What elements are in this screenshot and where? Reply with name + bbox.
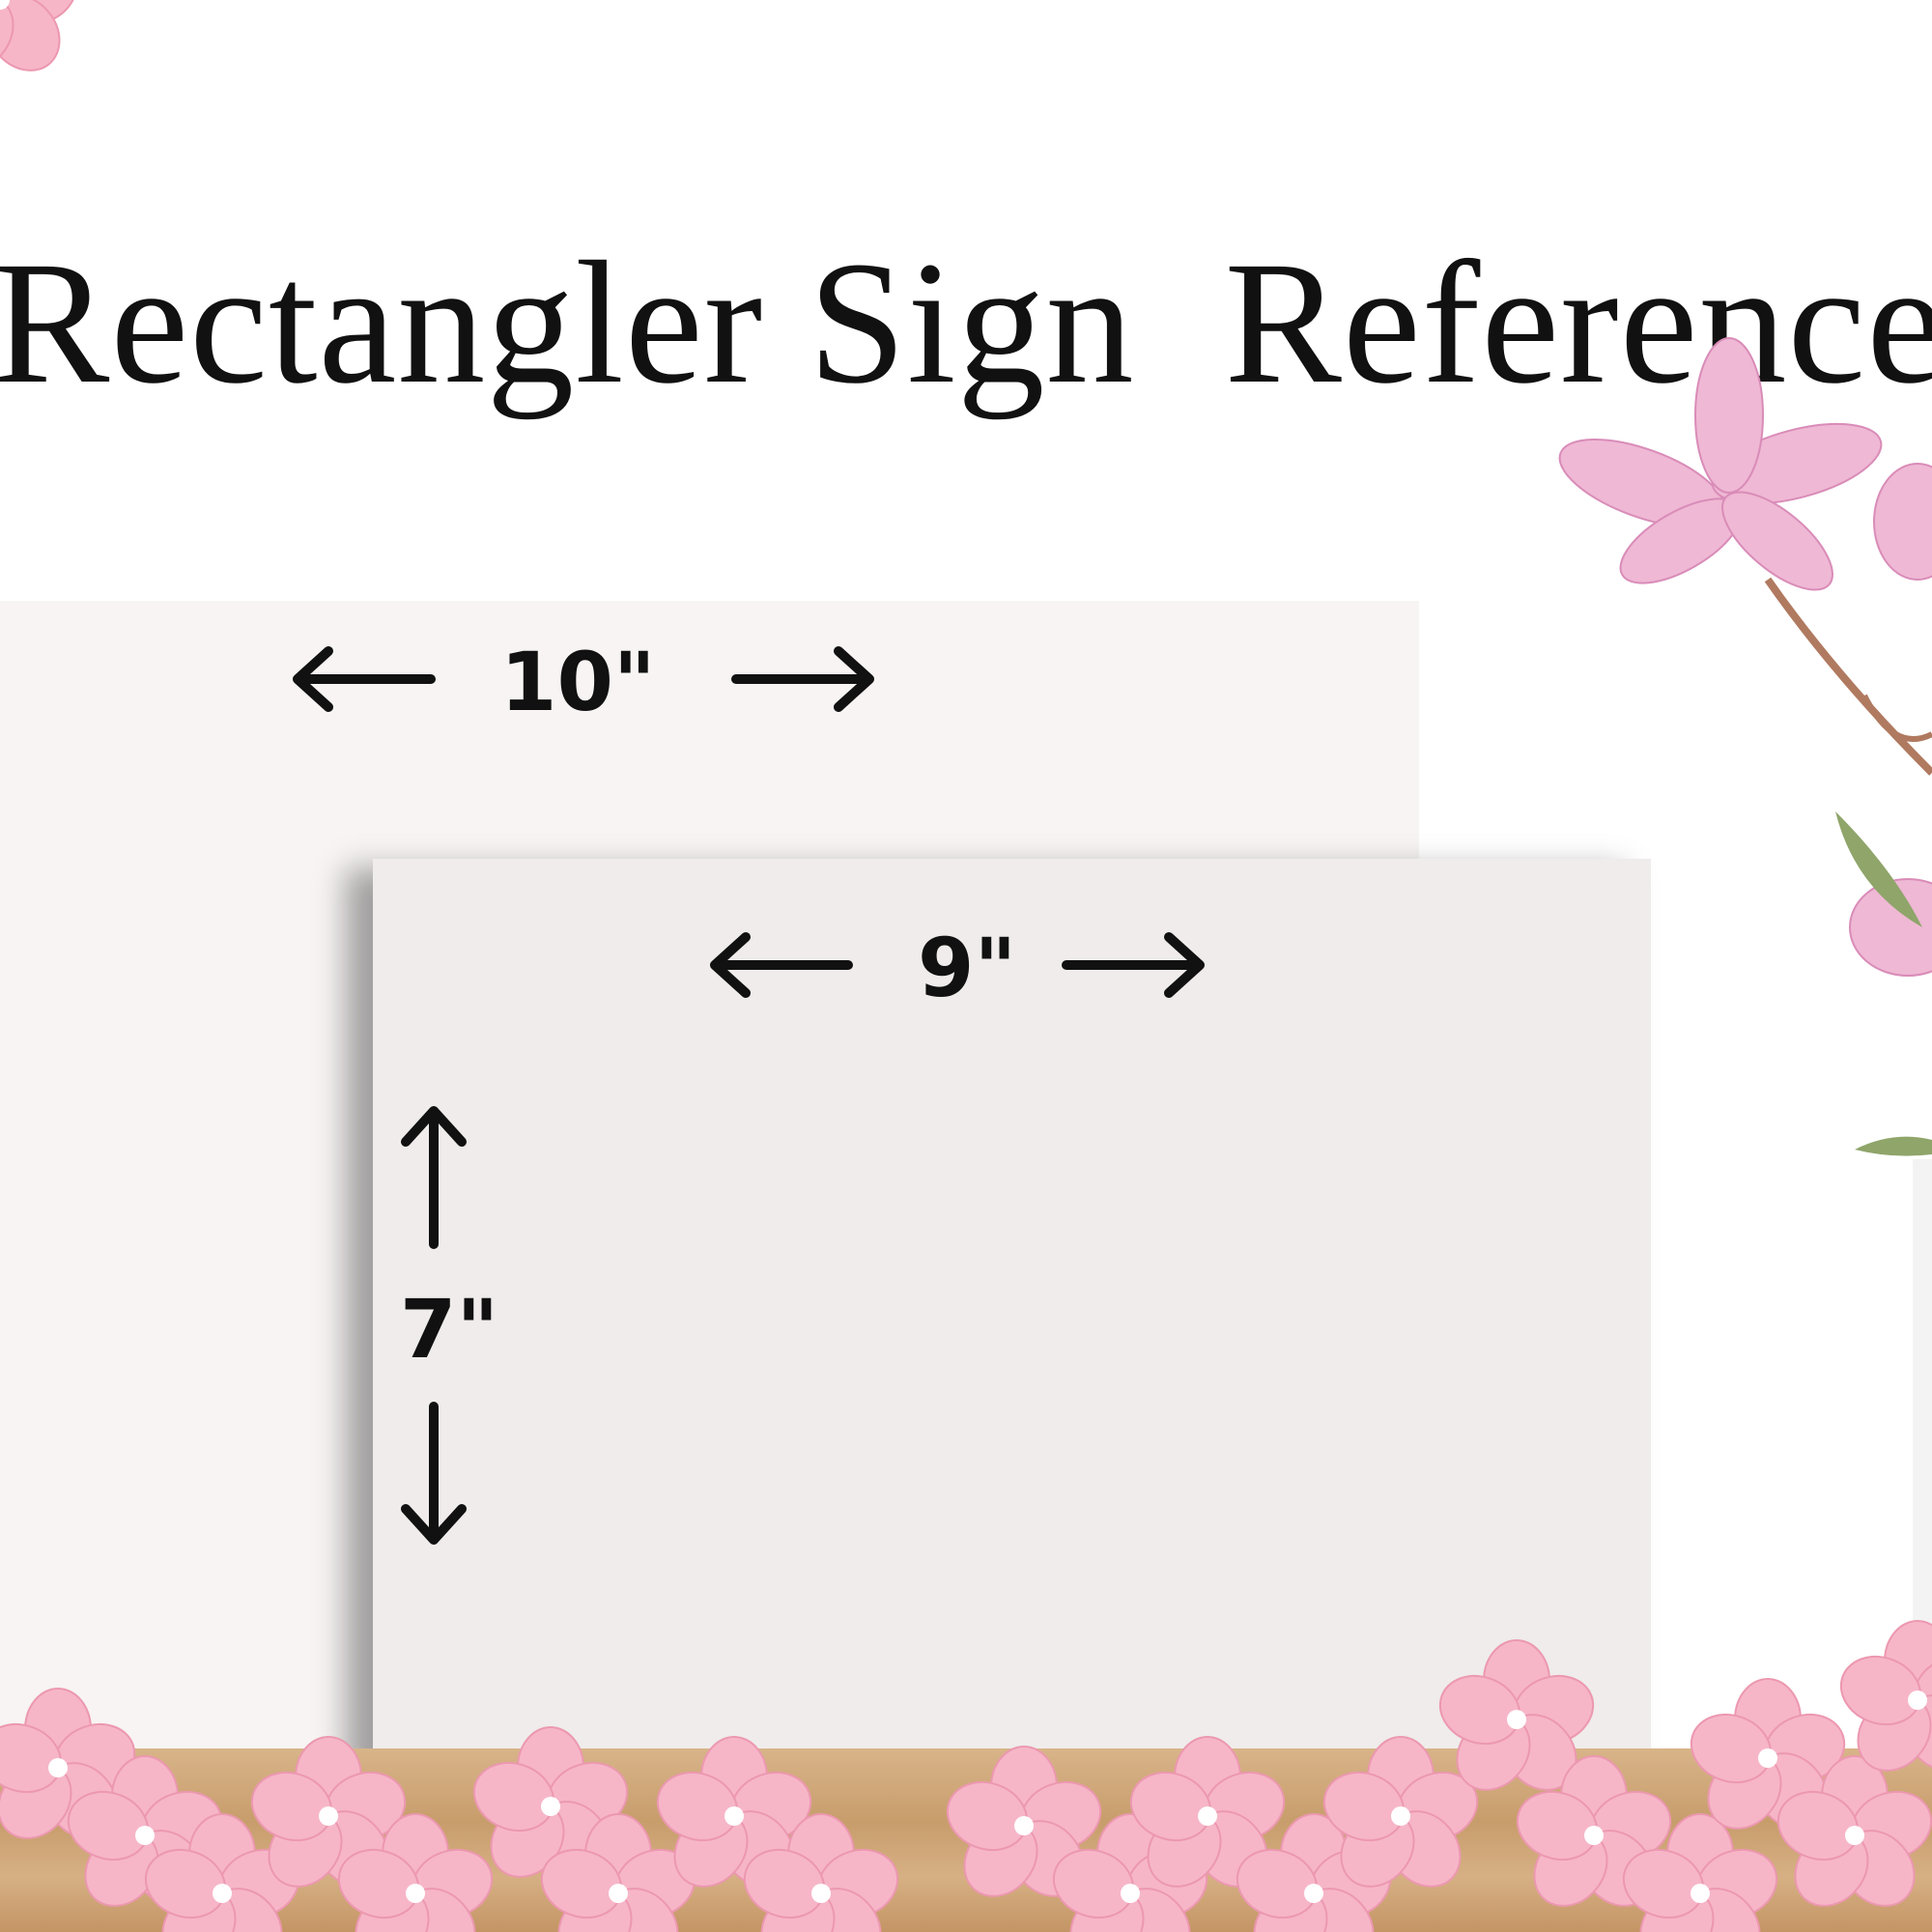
large-sign-width-label: 10" <box>500 635 656 729</box>
arrow-right-icon <box>731 646 874 712</box>
arrow-left-icon <box>293 646 436 712</box>
arrow-up-icon <box>401 1106 467 1249</box>
arrow-left-icon <box>710 932 853 998</box>
page-title: Rectangler Sign Reference <box>0 226 1932 420</box>
arrow-right-icon <box>1062 932 1205 998</box>
small-sign-width-label: 9" <box>918 921 1017 1015</box>
small-sign-panel <box>373 859 1651 1772</box>
small-sign-height-label: 7" <box>400 1282 499 1377</box>
arrow-down-icon <box>401 1402 467 1545</box>
oleander-branch <box>1558 337 1932 1156</box>
